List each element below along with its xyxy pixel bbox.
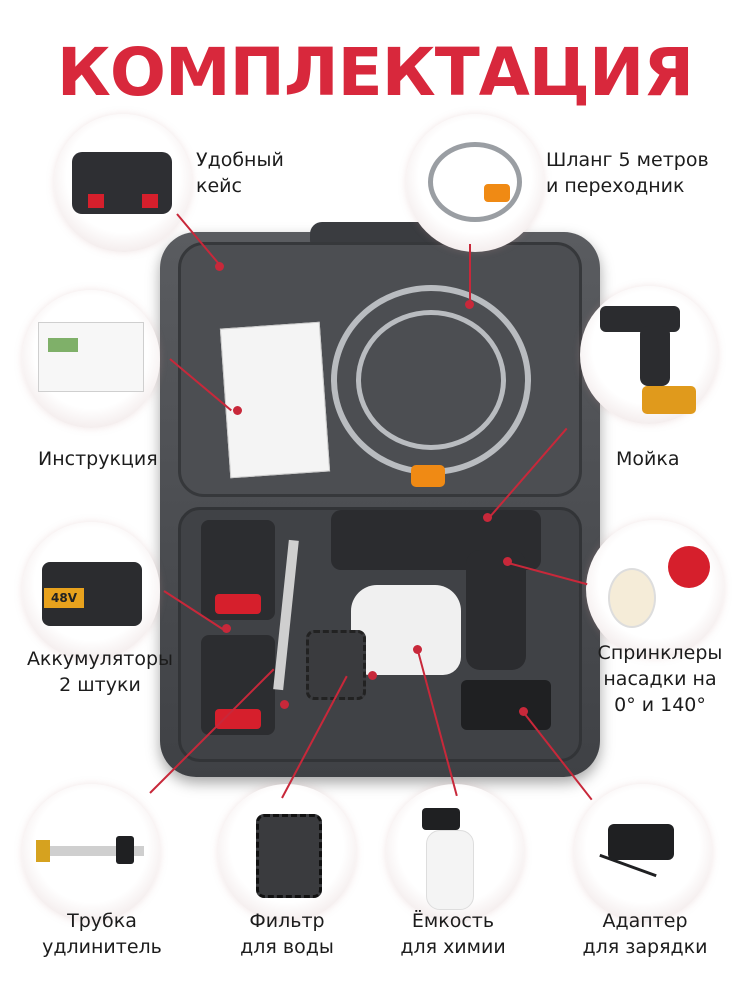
connector-dot-batteries xyxy=(222,624,231,633)
label-case: Удобный кейс xyxy=(196,149,284,197)
foam-bottle xyxy=(351,585,461,675)
manual-thumbnail xyxy=(22,290,160,428)
label-manual: Инструкция xyxy=(38,448,158,470)
label-container: Ёмкость для химии xyxy=(400,910,506,958)
battery-bottom xyxy=(201,635,275,735)
label-sprinklers: Спринклеры насадки на 0° и 140° xyxy=(597,642,723,716)
washer-thumbnail xyxy=(580,286,718,424)
sprinklers-thumbnail xyxy=(586,520,724,658)
label-adapter: Адаптер для зарядки xyxy=(582,910,708,958)
connector-dot-filter xyxy=(368,671,377,680)
filter-thumbnail xyxy=(218,784,356,922)
battery-voltage-marking: 48V xyxy=(44,588,84,608)
open-case-photo xyxy=(160,222,600,777)
battery-thumbnail: 48V xyxy=(22,522,160,660)
page-title: КОМПЛЕКТАЦИЯ xyxy=(56,34,694,111)
hose-thumbnail xyxy=(406,114,544,252)
container-thumbnail xyxy=(386,784,524,922)
case-base xyxy=(178,507,582,762)
label-extension: Трубка удлинитель xyxy=(42,910,162,958)
charger xyxy=(461,680,551,730)
connector-dot-adapter xyxy=(519,707,528,716)
extension-tube xyxy=(273,539,299,691)
hose-connector xyxy=(411,465,445,487)
connector-dot-manual xyxy=(233,406,242,415)
connector-dot-hose xyxy=(465,300,474,309)
label-washer: Мойка xyxy=(616,448,680,470)
connector-dot-case xyxy=(215,262,224,271)
connector-dot-sprinklers xyxy=(503,557,512,566)
washer-grip xyxy=(466,550,526,670)
label-filter: Фильтр для воды xyxy=(240,910,334,958)
case-thumbnail xyxy=(54,114,192,252)
connector-dot-extension xyxy=(280,700,289,709)
battery-top xyxy=(201,520,275,620)
adapter-thumbnail xyxy=(574,784,712,922)
manual-sheet xyxy=(219,321,331,479)
connector-dot-container xyxy=(413,645,422,654)
label-batteries: Аккумуляторы 2 штуки xyxy=(26,648,174,696)
label-hose: Шланг 5 метров и переходник xyxy=(546,149,709,197)
water-filter xyxy=(306,630,366,700)
extension-thumbnail xyxy=(22,784,160,922)
case-lid xyxy=(178,242,582,497)
connector-line-hose xyxy=(469,244,471,304)
coiled-hose-inner xyxy=(356,310,506,450)
connector-dot-washer xyxy=(483,513,492,522)
